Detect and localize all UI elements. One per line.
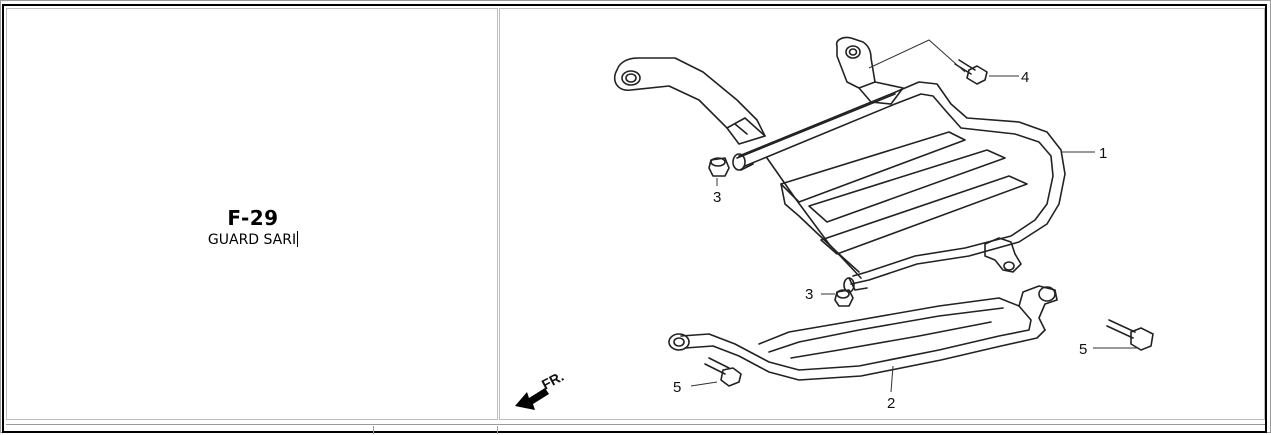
cap-lower (834, 289, 854, 307)
callout-2: 2 (887, 395, 895, 412)
right-bracket (835, 36, 904, 105)
callout-3b: 3 (805, 286, 813, 303)
left-bracket (613, 57, 766, 145)
front-direction-arrow (515, 388, 549, 410)
part-code: F-29 (227, 206, 279, 230)
callout-3a: 3 (713, 189, 721, 206)
diagram-labels: 1 2 3 3 4 5 5 FR. (539, 69, 1107, 412)
rack-frame (732, 81, 1066, 293)
bolt-5-left (704, 357, 742, 387)
bolt-5-right (1106, 319, 1154, 351)
part-name: GUARD SARI (7, 231, 499, 248)
callout-5b: 5 (673, 379, 681, 396)
next-row-border (6, 424, 1265, 435)
diagram-cell (499, 8, 1265, 420)
part-name-text: GUARD SARI (207, 232, 297, 248)
cap-upper (708, 157, 730, 177)
text-caret (297, 231, 299, 247)
parts-table (2, 4, 1267, 433)
part-info-cell: F-29 GUARD SARI (6, 8, 498, 420)
callout-4: 4 (1021, 69, 1029, 86)
next-row-divider (497, 426, 498, 434)
callout-5a: 5 (1079, 341, 1087, 358)
direction-label: FR. (539, 368, 566, 393)
callout-1: 1 (1099, 145, 1107, 162)
exploded-parts-diagram (515, 36, 1154, 410)
lower-guard-rail (668, 285, 1058, 381)
next-row-divider (373, 426, 374, 434)
